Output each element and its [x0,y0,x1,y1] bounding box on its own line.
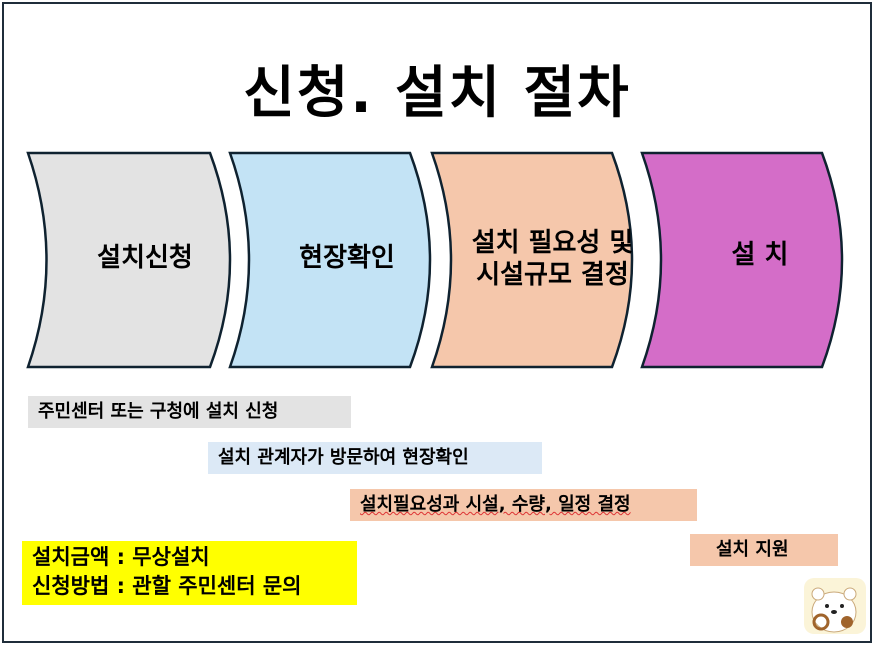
timeline-bar-decision-text: 설치필요성과 시설, 수량, 일정 결정 [360,494,631,515]
timeline-bar-install: 설치 지원 [690,534,838,566]
timeline-bar-decision: 설치필요성과 시설, 수량, 일정 결정 [350,489,697,521]
step-label-site-check: 현장확인 [299,243,395,273]
step-shape-apply [26,151,232,369]
timeline-bar-apply: 주민센터 또는 구청에 설치 신청 [28,396,351,428]
timeline-bar-install-text: 설치 지원 [716,539,789,560]
bear-with-pretzel-icon [804,578,866,634]
step-label-apply: 설치신청 [97,243,193,273]
info-method: 신청방법 : 관할 주민센터 문의 [32,574,302,598]
step-shape-site-check [228,151,432,369]
step-label-install: 설 치 [731,240,789,270]
step-label-decision: 설치 필요성 및 시설규모 결정 [471,228,634,290]
step-shape-decision [430,151,634,369]
info-box: 설치금액 : 무상설치 신청방법 : 관할 주민센터 문의 [22,541,357,605]
step-shape-install [640,151,844,369]
page-title: 신청. 설치 절차 [243,61,631,126]
timeline-bar-apply-text: 주민센터 또는 구청에 설치 신청 [38,401,279,422]
timeline-bar-site-check: 설치 관계자가 방문하여 현장확인 [208,442,542,474]
info-cost: 설치금액 : 무상설치 [32,545,210,569]
timeline-bar-site-check-text: 설치 관계자가 방문하여 현장확인 [218,447,469,468]
